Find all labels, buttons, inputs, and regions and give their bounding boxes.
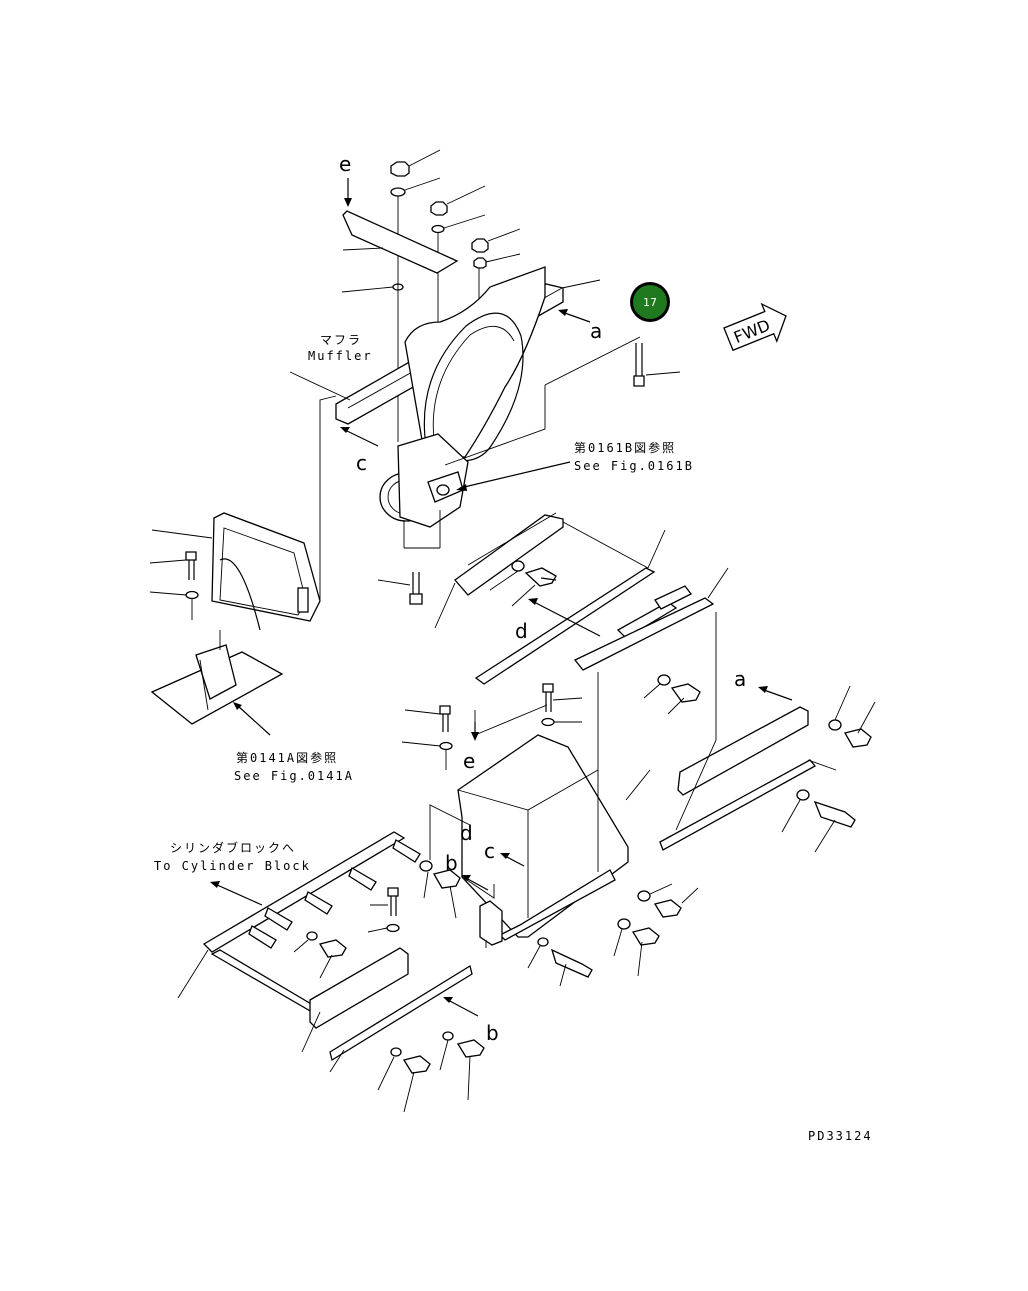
fwd-arrow-sign: FWD <box>723 302 787 352</box>
cylinder-block-group <box>177 831 485 1113</box>
middle-support-group <box>434 512 876 853</box>
letter-d-mid: d <box>515 619 528 643</box>
main-housing-group <box>401 672 699 987</box>
letter-b-bottom: b <box>486 1021 499 1045</box>
letter-c-low: c <box>484 839 495 863</box>
letter-a-mid: a <box>734 667 746 691</box>
muffler-bracket-group <box>289 149 681 605</box>
letter-d-low: d <box>460 821 473 845</box>
cylinder-block-jp: シリンダブロックへ <box>170 840 296 855</box>
ref-0141a-jp: 第0141A図参照 <box>236 750 338 765</box>
callout-badge-fill <box>633 285 667 319</box>
callout-badge-number: 17 <box>643 296 657 309</box>
callout-badge[interactable]: 17 <box>630 282 670 322</box>
letter-e-top: e <box>339 152 351 176</box>
muffler-label-jp: マフラ <box>320 333 362 347</box>
left-frame-group <box>149 395 337 736</box>
ref-0161b-jp: 第0161B図参照 <box>574 440 676 455</box>
letter-e-mid: e <box>463 749 475 773</box>
muffler-label-en: Muffler <box>308 349 373 363</box>
cylinder-block-en: To Cylinder Block <box>154 859 311 873</box>
letter-c-top: c <box>356 451 367 475</box>
letter-b-low: b <box>445 851 458 875</box>
letter-a-top: a <box>590 319 602 343</box>
drawing-code: PD33124 <box>808 1129 873 1143</box>
ref-0141a-en: See Fig.0141A <box>234 769 354 783</box>
ref-0161b-en: See Fig.0161B <box>574 459 694 473</box>
